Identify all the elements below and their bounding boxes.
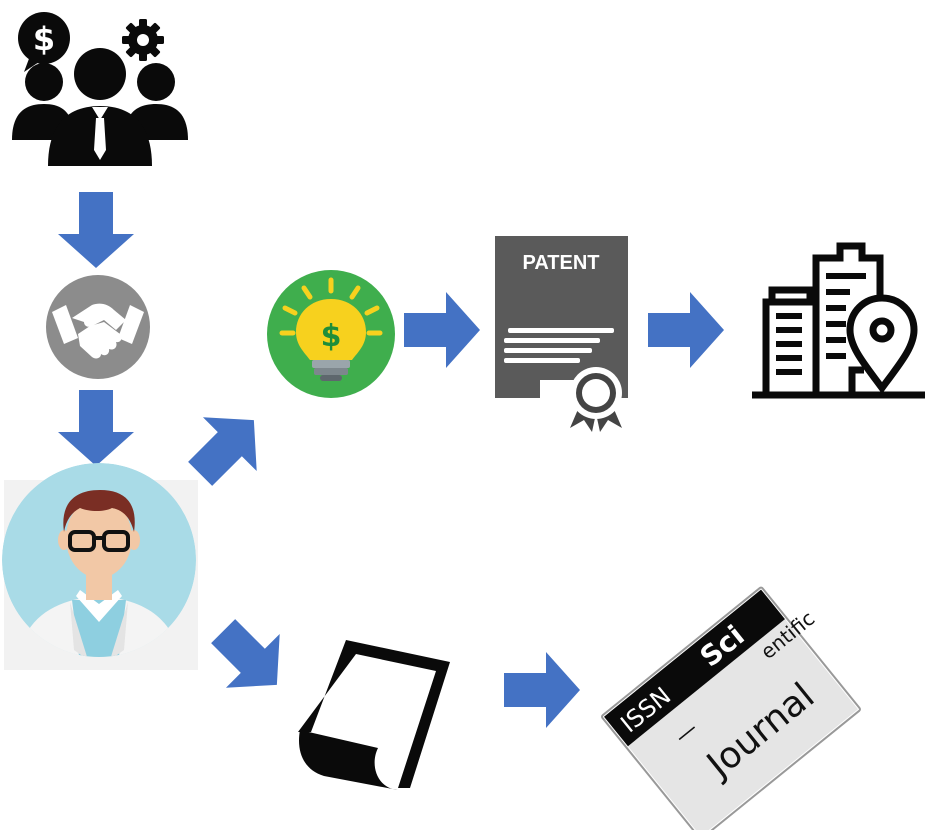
patent-seal-icon	[570, 367, 622, 432]
svg-text:$: $	[33, 20, 55, 58]
handshake-icon	[46, 275, 150, 379]
patent-certificate-icon: PATENT	[495, 236, 628, 432]
scientist-icon	[2, 463, 198, 670]
patent-label: PATENT	[522, 252, 599, 274]
lightbulb-dollar-icon: $	[267, 270, 395, 398]
scientific-journal-icon: ISSN Sci entific — Journal	[601, 586, 861, 830]
arrow-patent-to-company	[648, 292, 724, 368]
company-buildings-icon	[752, 242, 925, 399]
arrow-agreement-to-researcher	[58, 390, 134, 466]
patent-text-lines	[504, 328, 614, 363]
arrow-invention-to-patent	[404, 292, 480, 368]
investors-group-icon: $	[12, 12, 188, 166]
arrow-paper-to-journal	[504, 652, 580, 728]
arrow-researcher-to-paper	[196, 604, 304, 712]
paper-scroll-icon	[298, 640, 450, 790]
arrow-investors-to-agreement	[58, 192, 134, 268]
svg-text:$: $	[321, 319, 342, 354]
